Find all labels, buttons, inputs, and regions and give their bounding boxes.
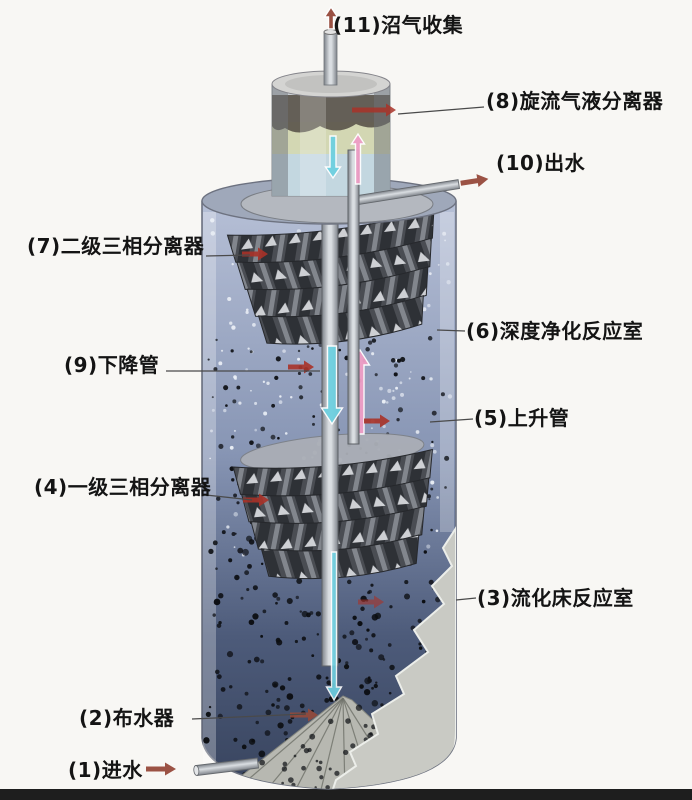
down-flow-arrow bbox=[320, 345, 344, 426]
leader-line-8 bbox=[397, 106, 485, 115]
leader-line-2 bbox=[191, 713, 307, 720]
label-purification-chamber: (6)深度净化反应室 bbox=[466, 319, 644, 343]
leader-line-3 bbox=[455, 597, 477, 601]
primary-three-phase-separator bbox=[232, 433, 433, 580]
gas-flow-arrow bbox=[364, 414, 390, 428]
leader-line-5 bbox=[429, 418, 474, 423]
outlet-arrow bbox=[460, 174, 489, 188]
gas-flow-arrow bbox=[290, 708, 318, 722]
gas-flow-arrow bbox=[352, 103, 396, 117]
gas-headspace bbox=[272, 95, 390, 133]
label-secondary-separator: (7)二级三相分离器 bbox=[27, 234, 205, 258]
leader-lines bbox=[166, 106, 485, 720]
inlet-pipe bbox=[193, 757, 259, 776]
label-fluidized-bed-chamber: (3)流化床反应室 bbox=[477, 586, 634, 610]
gas-flow-arrow bbox=[243, 493, 269, 507]
outlet-pipe bbox=[350, 174, 489, 206]
label-biogas-collection: (11)沼气收集 bbox=[333, 13, 464, 37]
down-flow-arrow bbox=[324, 135, 342, 180]
gas-flow-arrow bbox=[288, 360, 314, 374]
label-cyclone-separator: (8)旋流气液分离器 bbox=[486, 89, 664, 113]
label-water-inlet: (1)进水 bbox=[68, 758, 143, 782]
gas-flow-arrow bbox=[358, 595, 384, 609]
label-riser-pipe: (5)上升管 bbox=[474, 406, 570, 430]
biogas-pipe bbox=[323, 29, 338, 86]
label-downcomer-pipe: (9)下降管 bbox=[64, 353, 160, 377]
label-primary-separator: (4)一级三相分离器 bbox=[34, 475, 212, 499]
leader-line-6 bbox=[436, 329, 466, 332]
label-water-outlet: (10)出水 bbox=[496, 151, 586, 175]
down-flow-arrow bbox=[325, 551, 343, 702]
label-water-distributor: (2)布水器 bbox=[79, 706, 175, 730]
ground-shadow bbox=[0, 789, 692, 800]
gas-flow-arrow bbox=[242, 247, 268, 261]
biogas-arrow bbox=[323, 5, 339, 30]
leader-line-7 bbox=[205, 254, 251, 257]
inlet-arrow bbox=[146, 762, 176, 776]
riser-pipe bbox=[347, 149, 360, 445]
up-flow-arrow bbox=[350, 132, 366, 185]
leader-line-4 bbox=[205, 494, 253, 501]
